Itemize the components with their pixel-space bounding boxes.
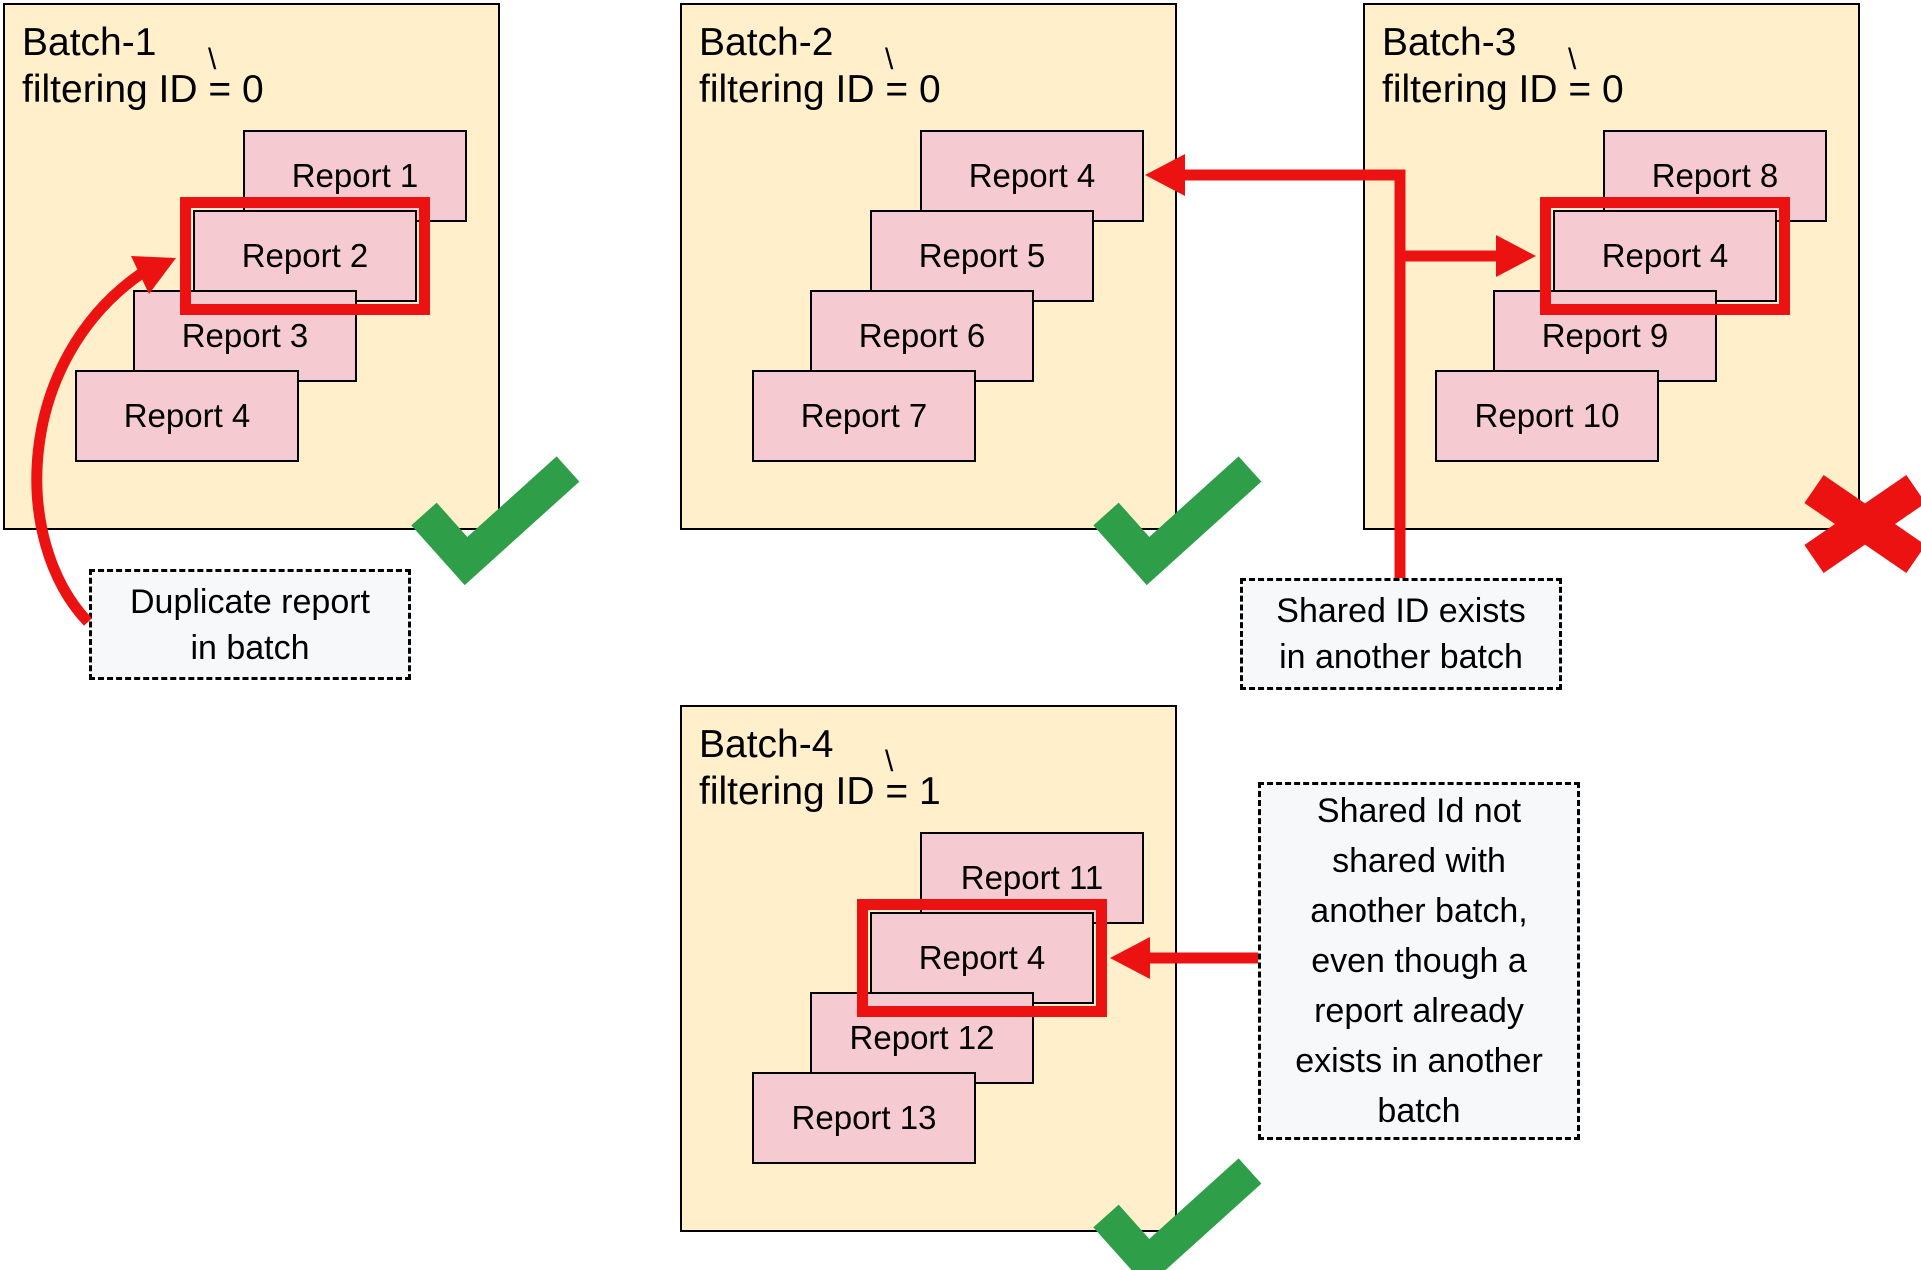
batch-3-title: Batch-3 filtering ID = 0 [1382,19,1624,113]
not-shared-id-highlight-box [857,899,1107,1017]
batch-3-filter-id: filtering ID = 0 [1382,68,1624,111]
stray-tick-mark: \ [208,43,217,76]
batch-2-name: Batch-2 [699,21,834,64]
report-card: Report 4 [920,130,1144,222]
batch-4-title: Batch-4 filtering ID = 1 [699,721,941,815]
report-card: Report 10 [1435,370,1659,462]
batch-1-filter-id: filtering ID = 0 [22,68,264,111]
shared-id-highlight-box [1540,197,1790,315]
batch-2-title: Batch-2 filtering ID = 0 [699,19,941,113]
batch-4-name: Batch-4 [699,723,834,766]
report-card: Report 4 [1553,210,1777,302]
duplicate-report-highlight-box [180,197,430,315]
report-card: Report 13 [752,1072,976,1164]
batch-1-name: Batch-1 [22,21,157,64]
report-card: Report 5 [870,210,1094,302]
stray-tick-mark: \ [885,43,894,76]
not-shared-id-note: Shared Id not shared with another batch,… [1258,782,1580,1140]
batch-2-container: Batch-2 filtering ID = 0 \ Report 4 Repo… [680,3,1177,530]
batch-1-title: Batch-1 filtering ID = 0 [22,19,264,113]
stray-tick-mark: \ [885,745,894,778]
report-card: Report 4 [75,370,299,462]
batch-3-name: Batch-3 [1382,21,1517,64]
report-card: Report 6 [810,290,1034,382]
batch-1-container: Batch-1 filtering ID = 0 \ Report 1 Repo… [3,3,500,530]
batch-4-container: Batch-4 filtering ID = 1 \ Report 11 Rep… [680,705,1177,1232]
duplicate-report-note: Duplicate report in batch [89,569,411,680]
report-card: Report 4 [870,912,1094,1004]
batch-4-filter-id: filtering ID = 1 [699,770,941,813]
shared-id-note: Shared ID exists in another batch [1240,578,1562,690]
stray-tick-mark: \ [1568,43,1577,76]
report-card: Report 7 [752,370,976,462]
batch-2-filter-id: filtering ID = 0 [699,68,941,111]
batch-3-container: Batch-3 filtering ID = 0 \ Report 8 Repo… [1363,3,1860,530]
